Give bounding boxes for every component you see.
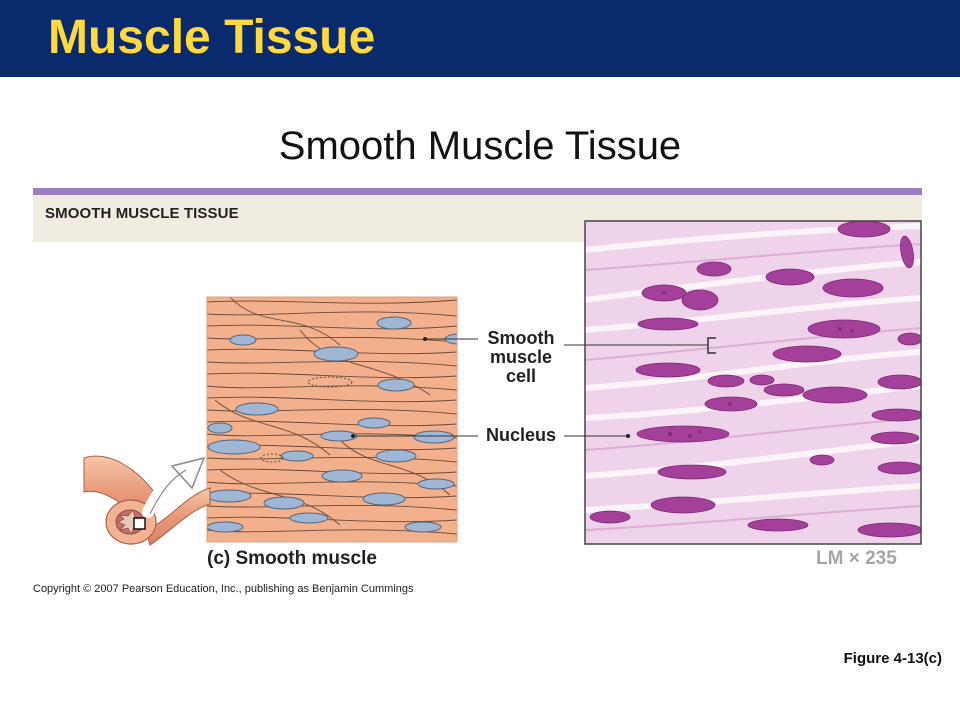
sample-box: [133, 517, 146, 530]
tissue-drawing: [207, 297, 457, 542]
drawn-nuclei: [207, 316, 457, 533]
slide-title: Muscle Tissue: [48, 11, 376, 64]
copyright-text: Copyright © 2007 Pearson Education, Inc.…: [33, 583, 414, 595]
micrograph: [585, 221, 921, 544]
slide-subtitle: Smooth Muscle Tissue: [278, 124, 682, 168]
arrow-head: [170, 456, 206, 490]
nucleus-label: Nucleus: [485, 425, 557, 445]
panel-header-band: [33, 195, 584, 242]
vessel-illustration: [83, 455, 211, 546]
title-bar: Muscle Tissue: [0, 0, 960, 77]
smooth-muscle-cell-label: Smooth muscle cell: [478, 329, 564, 386]
figure-caption: (c) Smooth muscle: [207, 548, 377, 569]
label-line-cell: cell: [505, 366, 537, 386]
label-line-muscle: muscle: [489, 347, 553, 367]
dashed-nuclei: [260, 376, 353, 463]
figure-reference: Figure 4-13(c): [843, 650, 942, 667]
panel-header-band-right: [584, 195, 922, 221]
micrograph-streaks: [585, 223, 921, 513]
magnification-label: LM × 235: [816, 548, 897, 569]
panel-heading: SMOOTH MUSCLE TISSUE: [45, 205, 239, 222]
micrograph-nuclei: [589, 221, 921, 538]
accent-rule: [33, 188, 922, 195]
leader-lines: [353, 337, 716, 437]
label-line-smooth: Smooth: [487, 328, 555, 348]
